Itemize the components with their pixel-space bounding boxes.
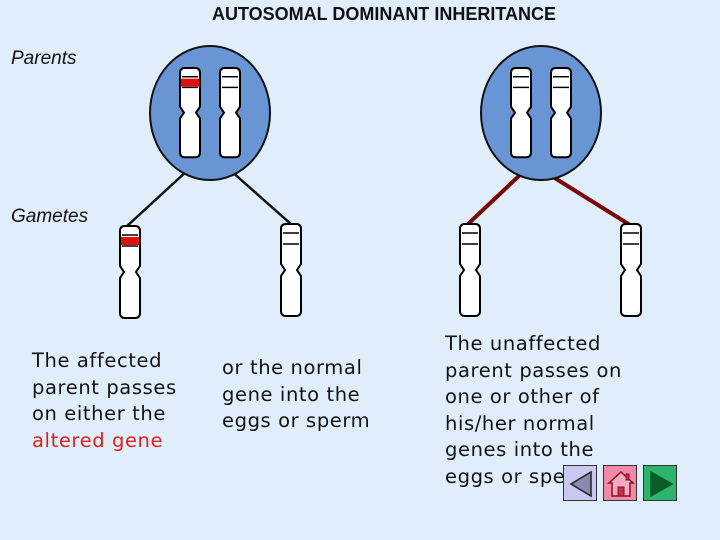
parents-label: Parents bbox=[11, 48, 77, 69]
gametes-label: Gametes bbox=[11, 206, 89, 227]
caption-line: one or other of bbox=[445, 385, 600, 408]
caption-line: on either the bbox=[32, 402, 166, 425]
caption-line: gene into the bbox=[222, 382, 361, 406]
page-title: AUTOSOMAL DOMINANT INHERITANCE bbox=[212, 4, 556, 24]
caption-line: The unaffected bbox=[445, 332, 602, 355]
back-button[interactable] bbox=[563, 465, 597, 501]
altered-gene-text: altered gene bbox=[32, 428, 164, 452]
gamete-altered-gene bbox=[119, 225, 141, 319]
home-icon bbox=[607, 470, 635, 497]
caption-line: The affected bbox=[32, 349, 163, 372]
normal-gene-caption: or the normal gene into the eggs or sper… bbox=[222, 355, 370, 435]
affected-parent-chromosome-altered bbox=[179, 67, 201, 159]
affected-parent-lines bbox=[125, 169, 293, 228]
unaffected-parent-cell bbox=[480, 45, 602, 181]
caption-line: his/her normal bbox=[445, 411, 595, 435]
back-arrow-icon bbox=[569, 470, 592, 498]
unaffected-parent-chromosome-2 bbox=[550, 67, 572, 159]
affected-parent-chromosome-normal bbox=[219, 67, 241, 159]
unaffected-parent-lines bbox=[466, 173, 632, 227]
gamete-normal-gene-2 bbox=[459, 223, 481, 317]
caption-line: genes into the bbox=[445, 438, 595, 461]
caption-line: parent passes bbox=[32, 375, 177, 399]
caption-line: or the normal bbox=[222, 356, 363, 379]
caption-line: eggs or sperm bbox=[222, 409, 371, 432]
home-button[interactable] bbox=[603, 465, 637, 501]
forward-arrow-icon bbox=[650, 470, 674, 498]
gamete-normal-gene-3 bbox=[620, 223, 642, 317]
unaffected-parent-caption: The unaffected parent passes on one or o… bbox=[445, 331, 622, 490]
unaffected-parent-chromosome-1 bbox=[510, 67, 532, 159]
next-button[interactable] bbox=[643, 465, 677, 501]
caption-line: parent passes on bbox=[445, 358, 623, 382]
affected-parent-caption: The affected parent passes on either the… bbox=[32, 348, 177, 454]
gamete-normal-gene-1 bbox=[280, 223, 302, 317]
affected-parent-cell bbox=[149, 45, 271, 181]
caption-line: eggs or sperm bbox=[445, 464, 594, 488]
